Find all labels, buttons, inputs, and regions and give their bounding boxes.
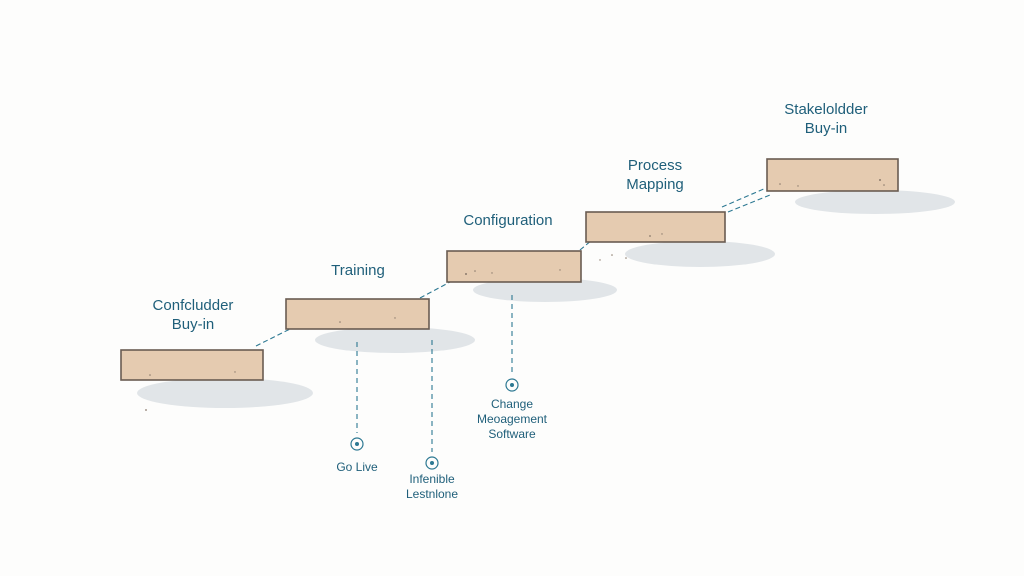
connector-1-2 <box>255 328 291 347</box>
connector-3-4 <box>579 239 593 251</box>
change-management-label: Change Meoagement Software <box>476 397 548 441</box>
step-4-label: Process Mapping <box>626 157 684 193</box>
step-1-label: Confcludder Buy-in <box>152 297 234 333</box>
milestone-marker-dots <box>355 383 514 465</box>
step-5-block <box>766 158 899 192</box>
step-5-shadow <box>795 190 955 214</box>
milestone-lines <box>356 295 513 452</box>
step-4-shadow <box>625 241 775 267</box>
step-connectors <box>255 187 771 347</box>
step-1-block <box>120 349 264 381</box>
step-2-shadow <box>315 327 475 353</box>
step-5-label: Stakeloldder Buy-in <box>784 101 868 137</box>
step-4-block <box>585 211 726 243</box>
connector-4-5a <box>721 187 767 208</box>
step-3-block <box>446 250 582 283</box>
step-1-shadow <box>137 378 313 408</box>
go-live-label: Go Live <box>336 460 378 474</box>
block-texture <box>145 179 885 411</box>
step-2-block <box>285 298 430 330</box>
step-2-label: Training <box>331 262 385 279</box>
infenible-label: Infenible Lestnlone <box>405 472 459 501</box>
connector-2-3 <box>419 281 451 299</box>
step-3-shadow <box>473 278 617 302</box>
step-3-label: Configuration <box>463 212 553 229</box>
connector-4-5b <box>727 194 771 213</box>
step-blocks <box>120 158 899 381</box>
